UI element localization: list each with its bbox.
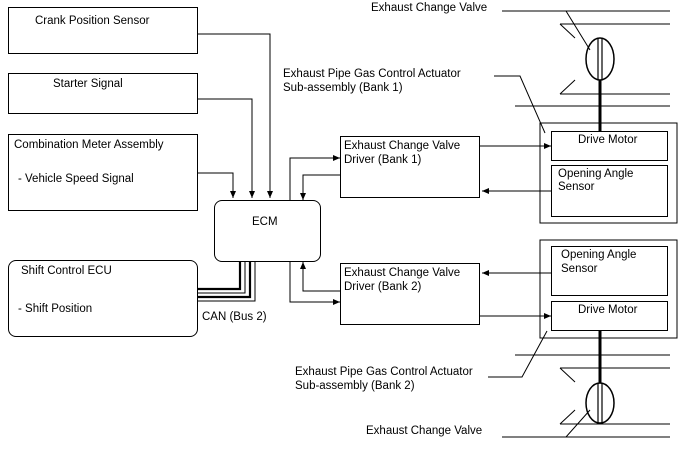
crank-position-sensor-label: Crank Position Sensor [35, 15, 150, 27]
valve-driver-bank2-line2: Driver (Bank 2) [344, 281, 422, 293]
valve-top-caption: Exhaust Change Valve [371, 2, 488, 14]
valve-top-leader-line [502, 10, 591, 51]
shift-control-ecu-box: Shift Control ECU - Shift Position [8, 260, 198, 337]
starter-signal-label: Starter Signal [53, 78, 123, 90]
crank-position-sensor-box: Crank Position Sensor [8, 7, 198, 54]
actuator-bank1-caption-line2: Sub-assembly (Bank 1) [283, 82, 403, 94]
driver2-to-ecm-line [300, 262, 340, 292]
actuator2-leader-line [488, 330, 548, 378]
valve-driver-bank1-line1: Exhaust Change Valve [344, 140, 461, 152]
actuator1-leader-line [494, 75, 546, 134]
actuator-bank1-caption-line1: Exhaust Pipe Gas Control Actuator [283, 68, 461, 80]
ecm-label: ECM [252, 216, 278, 228]
ecm-to-driver1-line [289, 155, 340, 200]
driver1-to-ecm-line [300, 174, 340, 200]
ecm-to-driver2-line [289, 262, 340, 305]
ecm-box: ECM [214, 200, 321, 262]
valve-driver-bank1-line2: Driver (Bank 1) [344, 154, 422, 166]
actuator-bank2-caption-line1: Exhaust Pipe Gas Control Actuator [295, 366, 473, 378]
meter-to-ecm-line [198, 172, 236, 198]
exhaust-valve-top-icon [585, 37, 615, 132]
opening-angle-sensor-bank1-line2: Sensor [558, 181, 595, 193]
drive-motor-bank2-label: Drive Motor [578, 304, 638, 316]
drive-motor-bank1-label: Drive Motor [578, 134, 638, 146]
crank-to-ecm-line [198, 33, 273, 198]
valve-bottom-caption: Exhaust Change Valve [366, 425, 483, 437]
can-bus-lines [198, 262, 256, 302]
starter-signal-box: Starter Signal [8, 73, 198, 114]
vehicle-speed-signal-label: - Vehicle Speed Signal [18, 173, 134, 185]
valve-driver-bank2-box: Exhaust Change Valve Driver (Bank 2) [340, 263, 480, 325]
exhaust-valve-bottom-icon [585, 328, 615, 424]
opening-angle-sensor-bank2-box: Opening Angle Sensor [551, 246, 668, 296]
actuator-bank2-caption-line2: Sub-assembly (Bank 2) [295, 380, 415, 392]
exhaust-pipe-top [515, 10, 670, 107]
drive-motor-bank2-box: Drive Motor [551, 301, 668, 331]
valve-driver-bank1-box: Exhaust Change Valve Driver (Bank 1) [340, 136, 480, 198]
shift-position-label: - Shift Position [18, 303, 93, 315]
starter-to-ecm-line [198, 98, 255, 198]
actuator-bank2-outline [539, 239, 678, 339]
combination-meter-title: Combination Meter Assembly [14, 139, 164, 151]
drive-motor-bank1-box: Drive Motor [551, 131, 668, 161]
combination-meter-box: Combination Meter Assembly - Vehicle Spe… [8, 134, 198, 211]
opening-angle-sensor-bank1-box: Opening Angle Sensor [551, 165, 668, 217]
opening-angle-sensor-bank1-line1: Opening Angle [558, 168, 634, 180]
shift-control-ecu-title: Shift Control ECU [21, 265, 112, 277]
opening-angle-sensor-bank2-line2: Sensor [561, 263, 598, 275]
can-bus-label: CAN (Bus 2) [202, 311, 267, 323]
valve-bottom-leader-line [502, 409, 591, 438]
valve-driver-bank2-line1: Exhaust Change Valve [344, 267, 461, 279]
opening-angle-sensor-bank2-line1: Opening Angle [561, 249, 637, 261]
actuator-bank1-outline [539, 122, 678, 224]
